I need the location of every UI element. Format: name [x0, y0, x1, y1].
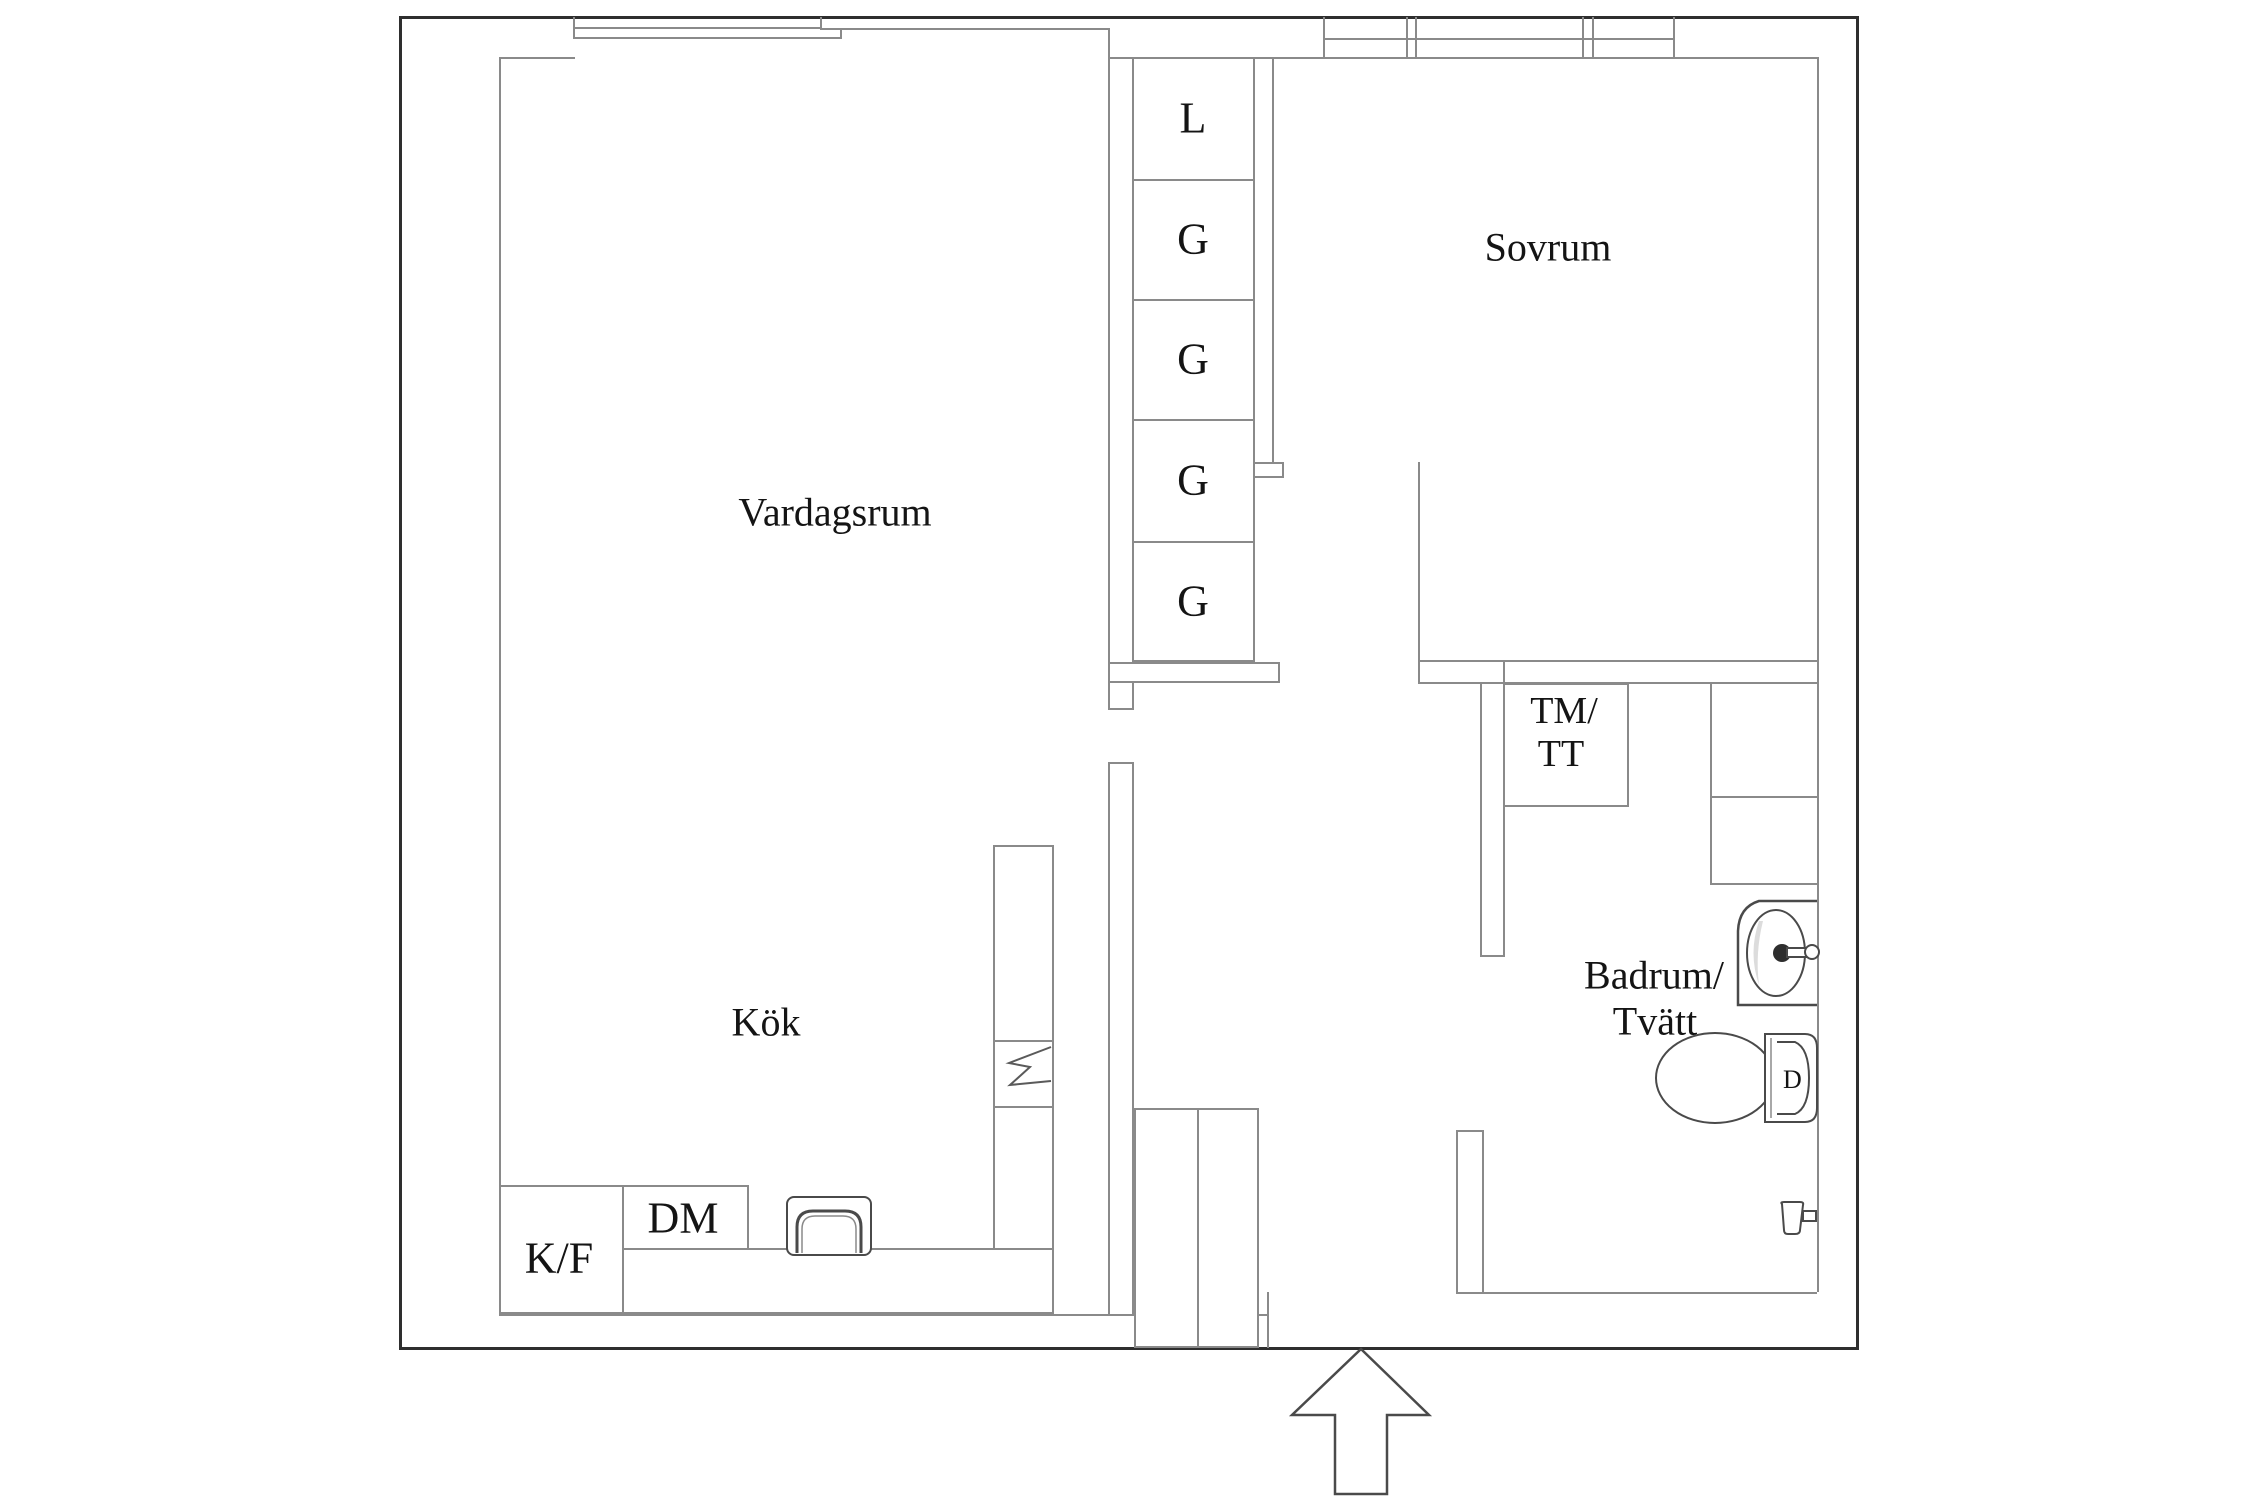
closet-label-g2: G [1177, 334, 1209, 384]
outer-wall-top [399, 16, 1859, 19]
closet-label-g1: G [1177, 214, 1209, 264]
room-label-kitchen: Kök [731, 999, 801, 1045]
room-label-bathroom-1: Badrum/ [1584, 952, 1724, 998]
faucet-icon [1780, 1201, 1817, 1235]
room-label-bathroom-2: Tvätt [1612, 998, 1698, 1044]
window-bedroom-mullion2a [1582, 17, 1584, 59]
laundry-unit-box [1503, 683, 1629, 807]
closet-divider-1 [1132, 179, 1255, 181]
wall-hall-left-line [1108, 28, 1110, 710]
wall-bath-bottom-inner [1456, 1292, 1817, 1294]
wall-bath-stem-right [1503, 683, 1505, 955]
closet-bottom-wall [1108, 662, 1280, 683]
window-living-a-sill [573, 37, 842, 39]
wall-bath-stem-cap [1480, 955, 1505, 957]
entrance-stairs [1134, 1108, 1259, 1348]
window-bedroom-jamb-right [1673, 17, 1675, 59]
kitchen-counter-horizontal [622, 1248, 1054, 1314]
wall-left-inner [499, 57, 501, 1185]
wall-right-inner [1817, 57, 1819, 1292]
wall-kitchen-hall-left [1108, 762, 1110, 1316]
kitchen-sink-icon [786, 1196, 872, 1256]
wall-top-inner-left [499, 57, 575, 59]
closet-column [1132, 57, 1255, 662]
kitchen-stove-bottom-line [993, 1106, 1054, 1108]
wall-tbar [1418, 660, 1505, 684]
dishwasher-label: DM [647, 1193, 719, 1243]
window-bedroom-mullion2b [1592, 17, 1594, 59]
wall-bedroom-bottom-top [1418, 660, 1817, 662]
window-bedroom-mullion1a [1406, 17, 1408, 59]
closet-divider-2 [1132, 299, 1255, 301]
window-living-mullion [820, 17, 822, 30]
window-living-a-line1 [573, 27, 822, 29]
wall-bath-lower-cap [1456, 1130, 1484, 1132]
kitchen-counter-vertical [993, 845, 1054, 1264]
wall-bottom-inner-left [499, 1314, 1269, 1316]
window-living-b-jog [840, 28, 842, 39]
dishwasher-box [622, 1185, 749, 1250]
laundry-label-2: TT [1537, 733, 1585, 775]
fridge-freezer-label: K/F [524, 1233, 594, 1283]
window-living-b-sill [820, 28, 1110, 30]
toilet-icon: D [1655, 1032, 1818, 1124]
wall-kitchen-hall-cap [1108, 762, 1134, 764]
closet-divider-3 [1132, 419, 1255, 421]
wall-bath-stem-left [1480, 683, 1482, 955]
bathroom-niche-box [1710, 682, 1819, 885]
fridge-freezer-box [499, 1185, 624, 1314]
wall-bedroom-doorside [1418, 462, 1420, 662]
closet-label-g3: G [1177, 455, 1209, 505]
wall-entry-left-jamb [1267, 1292, 1269, 1348]
toilet-button-label: D [1783, 1065, 1802, 1094]
room-label-bedroom: Sovrum [1484, 224, 1612, 270]
wall-top-inner-right [1108, 57, 1817, 59]
bathroom-niche-divider [1710, 796, 1819, 798]
outer-wall-bottom [399, 1347, 1859, 1350]
wall-hall-cap [1108, 708, 1134, 710]
outer-wall-left [399, 16, 402, 1350]
closet-divider-4 [1132, 541, 1255, 543]
outer-wall-right [1856, 16, 1859, 1350]
wall-bath-lower-left [1456, 1130, 1458, 1292]
entrance-stairs-divider [1197, 1108, 1199, 1348]
wall-kitchen-hall-right [1132, 762, 1134, 1316]
entrance-arrow-icon [1288, 1347, 1433, 1496]
room-label-living: Vardagsrum [738, 489, 932, 535]
closet-label-l: L [1179, 93, 1207, 143]
wall-bedroom-left-b [1272, 57, 1274, 462]
window-bedroom-glazing [1323, 38, 1673, 40]
closet-label-g4: G [1177, 576, 1209, 626]
stove-icon [1005, 1046, 1052, 1087]
window-bedroom-mullion1b [1415, 17, 1417, 59]
wall-bath-lower-right [1482, 1130, 1484, 1292]
bathroom-sink-icon [1736, 899, 1820, 1007]
laundry-label-1: TM/ [1530, 690, 1598, 732]
kitchen-stove-top-line [993, 1040, 1054, 1042]
